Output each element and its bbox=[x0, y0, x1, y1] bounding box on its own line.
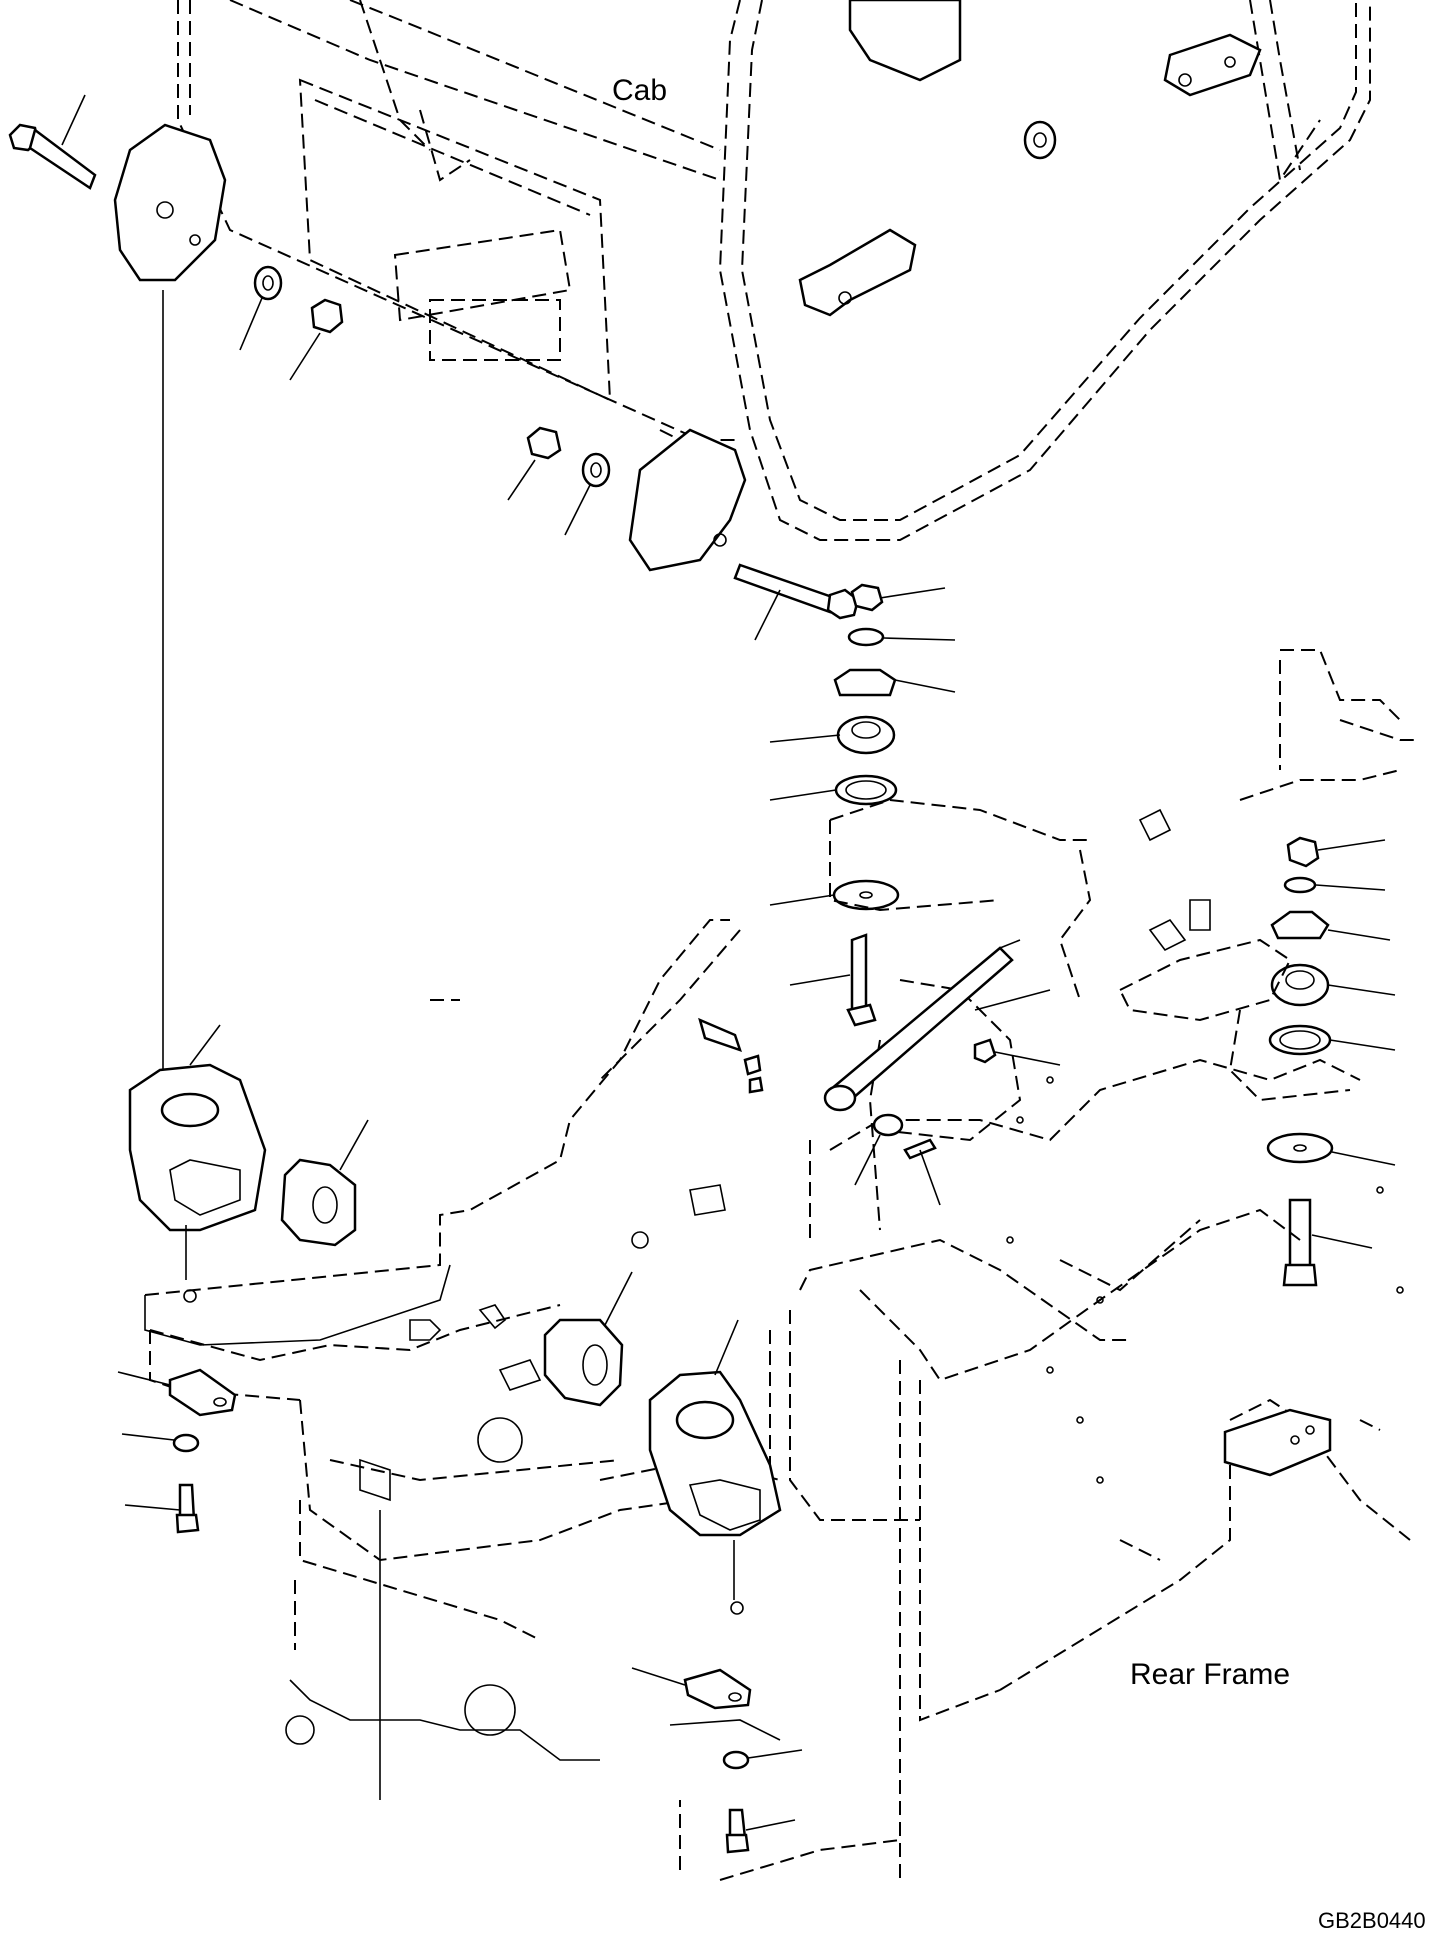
frame-block bbox=[1223, 1408, 1332, 1477]
frame-holes bbox=[183, 1076, 1404, 1745]
alignment-line bbox=[162, 290, 735, 1600]
nut bbox=[289, 298, 344, 381]
bracket-parts bbox=[359, 808, 1211, 1502]
washer bbox=[239, 265, 283, 351]
rubber-mount-right bbox=[648, 1319, 782, 1537]
rubber-bushing bbox=[280, 1119, 369, 1247]
washer bbox=[854, 1113, 904, 1186]
mount-stack-lower-center bbox=[631, 1667, 803, 1854]
frame-plate bbox=[144, 1264, 781, 1800]
mount-stack-right bbox=[1266, 836, 1396, 1287]
mount-stack-lower-left bbox=[117, 1368, 237, 1534]
cab-mount-bolt bbox=[733, 563, 860, 641]
nut bbox=[507, 426, 562, 501]
cab-right-bracket bbox=[628, 428, 747, 572]
rear-frame-label: Rear Frame bbox=[1130, 1658, 1291, 1691]
cab-mount-bolt bbox=[8, 94, 97, 190]
rubber-mount-left bbox=[128, 1024, 267, 1232]
pin bbox=[698, 1017, 764, 1094]
door-handle bbox=[798, 228, 917, 317]
figure-id: GB2B0440 bbox=[1318, 1908, 1426, 1933]
cab-label: Cab bbox=[612, 74, 668, 107]
cab-panel bbox=[848, 0, 962, 82]
washer bbox=[564, 452, 611, 536]
rubber-bushing bbox=[543, 1271, 633, 1407]
clip bbox=[973, 989, 1061, 1066]
small-bolt bbox=[903, 1138, 941, 1206]
door-fitting bbox=[1023, 33, 1262, 160]
cab-left-bracket bbox=[113, 123, 227, 282]
support-rod bbox=[823, 939, 1021, 1112]
rear-frame-outline bbox=[144, 649, 1420, 1881]
mount-stack-center bbox=[769, 583, 956, 1027]
